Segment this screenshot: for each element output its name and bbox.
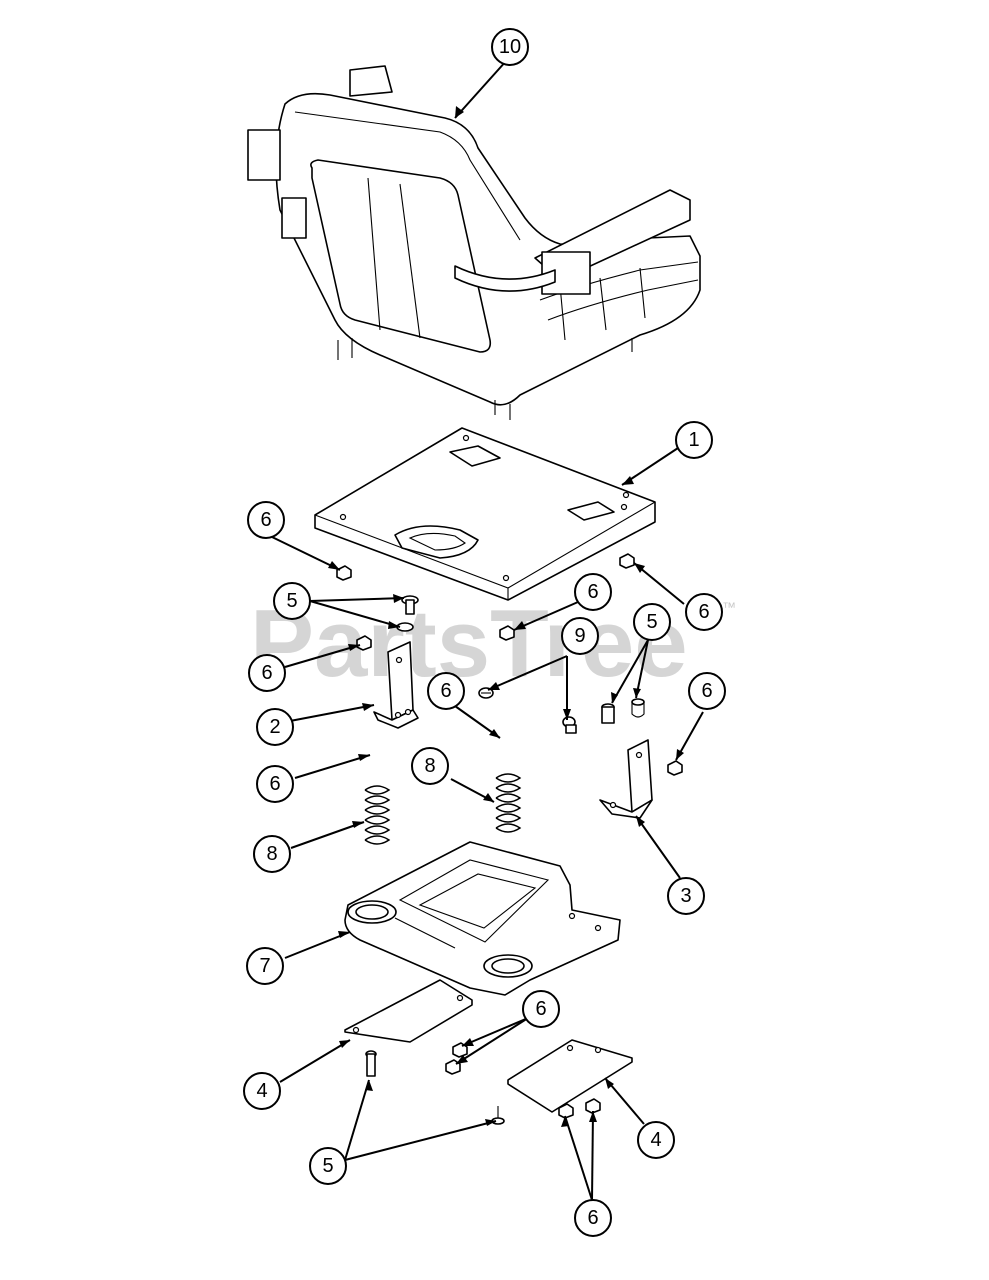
seat-base-frame xyxy=(344,841,621,996)
spring-right xyxy=(495,773,522,833)
watermark-brand: PartsTree xyxy=(250,590,688,697)
callout-6[interactable]: 6 xyxy=(248,654,286,692)
callout-5[interactable]: 5 xyxy=(309,1147,347,1185)
mount-plate-right xyxy=(507,1039,633,1113)
callout-6[interactable]: 6 xyxy=(685,593,723,631)
callout-9[interactable]: 9 xyxy=(561,617,599,655)
mount-plate-left xyxy=(344,979,473,1043)
callout-6[interactable]: 6 xyxy=(427,672,465,710)
callout-label: 5 xyxy=(646,611,657,633)
bolt-icon xyxy=(365,1050,377,1077)
callout-10[interactable]: 10 xyxy=(491,28,529,66)
callout-label: 6 xyxy=(261,662,272,684)
callout-2[interactable]: 2 xyxy=(256,708,294,746)
callout-5[interactable]: 5 xyxy=(273,582,311,620)
callout-7[interactable]: 7 xyxy=(246,947,284,985)
callout-6[interactable]: 6 xyxy=(688,672,726,710)
callout-4[interactable]: 4 xyxy=(243,1072,281,1110)
bolt-icon xyxy=(601,703,615,724)
callout-label: 1 xyxy=(688,429,699,451)
nut-icon xyxy=(499,625,515,641)
spring-left xyxy=(364,785,391,845)
nut-icon xyxy=(452,1042,468,1058)
callout-6[interactable]: 6 xyxy=(574,573,612,611)
leader-lines xyxy=(271,59,704,1201)
nut-icon xyxy=(619,553,635,569)
screw-icon xyxy=(562,716,577,734)
callout-6[interactable]: 6 xyxy=(574,1199,612,1237)
callout-label: 6 xyxy=(587,1207,598,1229)
screw-icon xyxy=(478,687,494,699)
callout-label: 8 xyxy=(424,755,435,777)
callout-label: 5 xyxy=(322,1155,333,1177)
callout-5[interactable]: 5 xyxy=(633,603,671,641)
callout-label: 4 xyxy=(256,1080,267,1102)
callout-label: 3 xyxy=(680,885,691,907)
seat-pan-plate xyxy=(314,427,656,601)
callout-3[interactable]: 3 xyxy=(667,877,705,915)
seat-assembly xyxy=(247,65,701,420)
callout-label: 4 xyxy=(650,1129,661,1151)
callout-6[interactable]: 6 xyxy=(256,765,294,803)
callout-label: 6 xyxy=(260,509,271,531)
callout-label: 5 xyxy=(286,590,297,612)
callout-label: 6 xyxy=(587,581,598,603)
right-bracket xyxy=(599,739,653,819)
bolt-icon xyxy=(631,698,645,718)
callout-1[interactable]: 1 xyxy=(675,421,713,459)
callout-8[interactable]: 8 xyxy=(411,747,449,785)
bolt-icon xyxy=(401,595,419,615)
callout-label: 6 xyxy=(440,680,451,702)
callout-label: 8 xyxy=(266,843,277,865)
callout-label: 6 xyxy=(535,998,546,1020)
callout-label: 7 xyxy=(259,955,270,977)
watermark: PartsTree ™ xyxy=(250,590,736,697)
callout-label: 9 xyxy=(574,625,585,647)
nut-icon xyxy=(667,760,683,776)
callout-8[interactable]: 8 xyxy=(253,835,291,873)
callout-label: 6 xyxy=(269,773,280,795)
callout-label: 6 xyxy=(701,680,712,702)
callout-label: 6 xyxy=(698,601,709,623)
nut-icon xyxy=(585,1098,601,1114)
watermark-trademark: ™ xyxy=(722,599,736,615)
callout-6[interactable]: 6 xyxy=(247,501,285,539)
callout-label: 10 xyxy=(499,36,521,58)
callout-4[interactable]: 4 xyxy=(637,1121,675,1159)
callout-label: 2 xyxy=(269,716,280,738)
nut-icon xyxy=(356,635,372,651)
nut-icon xyxy=(558,1103,574,1119)
callout-6[interactable]: 6 xyxy=(522,990,560,1028)
nut-icon xyxy=(336,565,352,581)
hardware xyxy=(336,553,683,1125)
arrowheads xyxy=(328,106,684,1127)
left-bracket xyxy=(373,641,419,729)
